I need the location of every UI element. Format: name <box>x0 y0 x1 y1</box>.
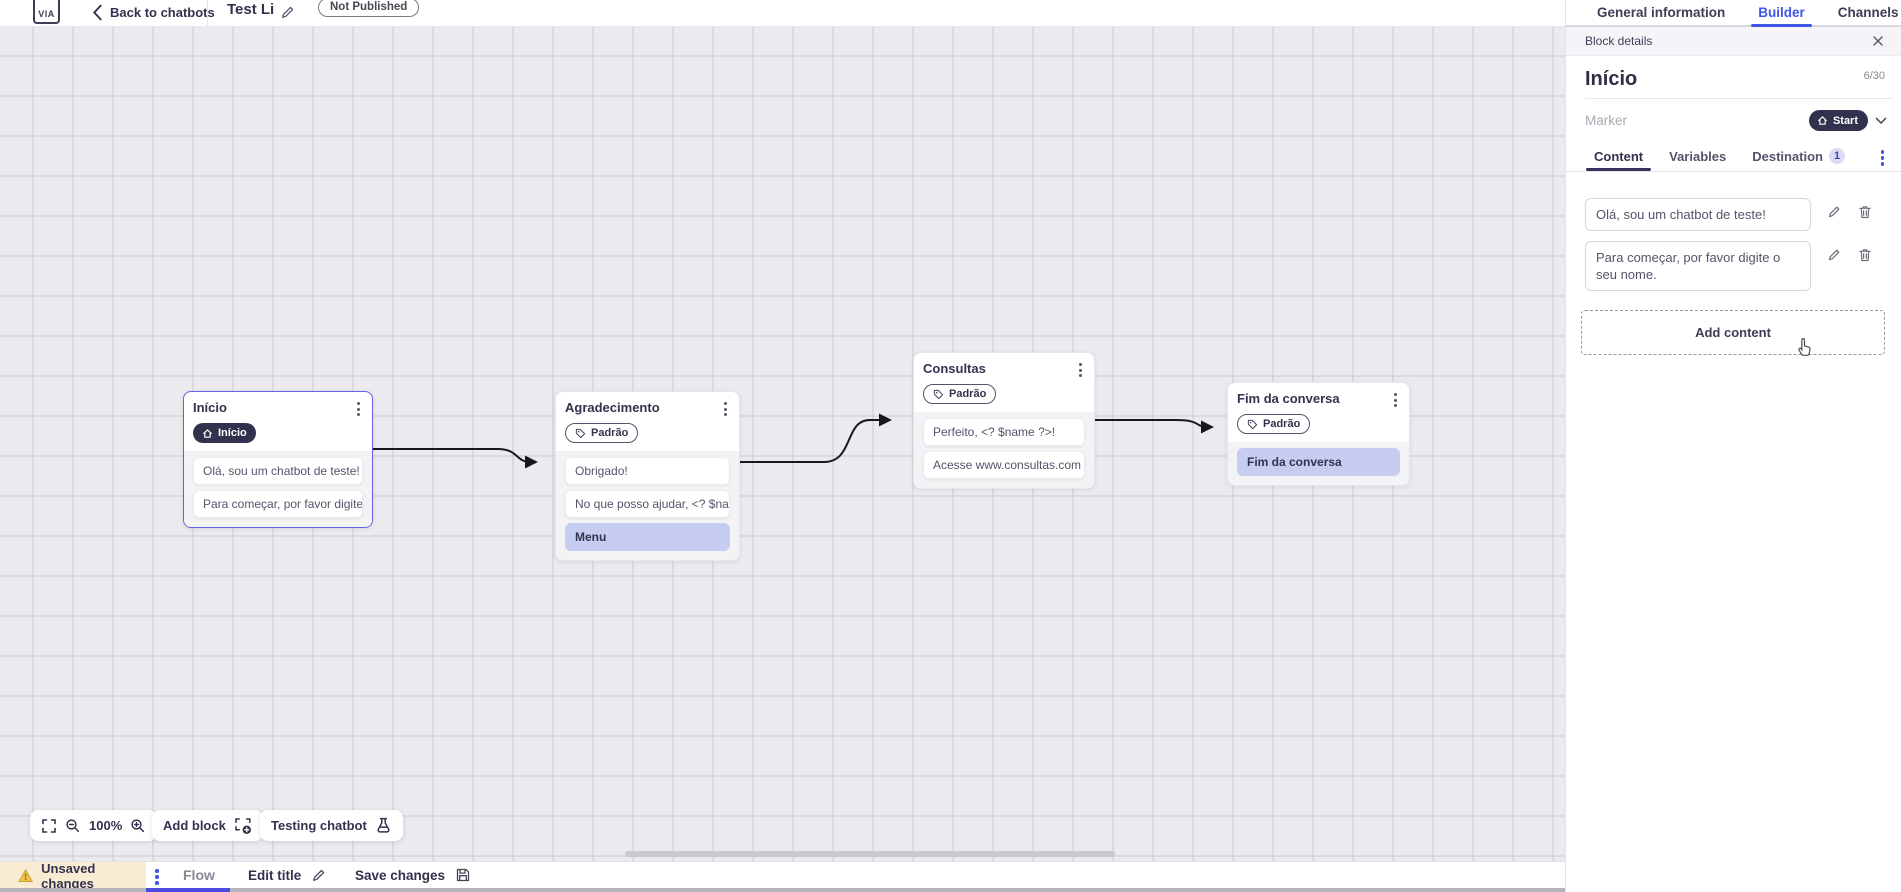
block-kebab-icon[interactable] <box>354 400 363 418</box>
block-title: Fim da conversa <box>1237 391 1340 406</box>
testing-chatbot-label: Testing chatbot <box>271 818 367 833</box>
tag-icon <box>575 428 586 438</box>
top-header: VIA Back to chatbots Test Li Not Publish… <box>0 0 1565 27</box>
save-changes-button[interactable]: Save changes <box>355 862 471 888</box>
block-details-panel: General information Builder Channels Blo… <box>1565 0 1901 892</box>
edit-title-button[interactable]: Edit title <box>248 862 327 888</box>
pencil-icon <box>313 869 325 881</box>
flow-canvas[interactable]: Início Início Olá, sou um chatbot de tes… <box>0 27 1565 861</box>
tab-general-information[interactable]: General information <box>1597 5 1726 20</box>
block-title: Agradecimento <box>565 400 660 415</box>
default-marker-pill: Padrão <box>1237 414 1311 434</box>
destination-count-badge: 1 <box>1829 148 1846 164</box>
content-text-box[interactable]: Para começar, por favor digite o seu nom… <box>1585 241 1811 291</box>
add-block-label: Add block <box>163 818 226 833</box>
content-text-box[interactable]: Olá, sou um chatbot de teste! <box>1585 198 1811 231</box>
flow-block-fim-da-conversa[interactable]: Fim da conversa Padrão Fim da conversa <box>1227 382 1410 486</box>
back-chevron-icon[interactable] <box>92 4 103 21</box>
unsaved-changes-indicator: Unsaved changes <box>0 860 146 891</box>
block-details-header: Block details <box>1566 27 1901 56</box>
default-marker-pill: Padrão <box>565 423 639 443</box>
add-block-button[interactable]: Add block <box>152 810 263 841</box>
add-content-button[interactable]: Add content <box>1581 310 1885 355</box>
block-content-item-end[interactable]: Fim da conversa <box>1237 447 1400 476</box>
bottom-strip <box>0 888 1901 892</box>
zoom-controls: 100% <box>30 810 158 841</box>
warning-icon <box>18 868 34 882</box>
edit-title-pencil-icon[interactable] <box>279 4 296 21</box>
block-content-item[interactable]: Acesse www.consultas.com par... <box>923 450 1085 479</box>
flow-block-inicio[interactable]: Início Início Olá, sou um chatbot de tes… <box>183 391 373 528</box>
block-body: Fim da conversa <box>1228 441 1409 485</box>
tab-builder[interactable]: Builder <box>1751 0 1812 27</box>
block-kebab-icon[interactable] <box>1391 391 1400 409</box>
tab-variables[interactable]: Variables <box>1669 148 1727 164</box>
flow-block-consultas[interactable]: Consultas Padrão Perfeito, <? $name ?>! … <box>913 352 1095 489</box>
name-divider <box>1585 98 1893 99</box>
fit-screen-icon[interactable] <box>41 818 57 834</box>
flask-icon <box>377 817 390 833</box>
zoom-out-icon[interactable] <box>65 818 81 834</box>
block-body: Perfeito, <? $name ?>! Acesse www.consul… <box>914 411 1094 488</box>
content-options-kebab-icon[interactable] <box>1878 148 1888 168</box>
chevron-down-icon[interactable] <box>1875 117 1887 125</box>
back-to-chatbots-link[interactable]: Back to chatbots <box>110 5 215 20</box>
marker-start-pill[interactable]: Start <box>1808 110 1868 131</box>
tab-content[interactable]: Content <box>1585 142 1652 171</box>
save-icon <box>456 868 470 882</box>
tab-channels[interactable]: Channels <box>1837 5 1899 20</box>
content-row: Olá, sou um chatbot de teste! <box>1585 198 1887 231</box>
zoom-in-icon[interactable] <box>130 818 146 834</box>
block-content-item[interactable]: Perfeito, <? $name ?>! <box>923 417 1085 446</box>
tab-flow[interactable]: Flow <box>183 867 215 883</box>
content-list: Olá, sou um chatbot de teste! Para começ… <box>1566 172 1901 291</box>
zoom-level: 100% <box>89 818 123 833</box>
chatbot-title: Test Li <box>227 1 275 18</box>
block-name-input[interactable]: Início <box>1585 68 1638 90</box>
flow-tab-active-indicator <box>146 888 230 892</box>
content-row: Para começar, por favor digite o seu nom… <box>1585 241 1887 291</box>
status-badge: Not Published <box>318 0 420 17</box>
block-content-item-menu[interactable]: Menu <box>565 522 730 551</box>
tab-destination[interactable]: Destination 1 <box>1752 142 1846 171</box>
horizontal-scrollbar[interactable] <box>625 851 1115 857</box>
header-divider <box>207 0 208 27</box>
edit-content-pencil-icon[interactable] <box>1826 247 1842 263</box>
builder-tabs: General information Builder Channels <box>1566 0 1901 27</box>
block-kebab-icon[interactable] <box>721 400 730 418</box>
close-icon[interactable] <box>1871 34 1885 48</box>
marker-label: Marker <box>1585 113 1628 128</box>
block-body: Olá, sou um chatbot de teste! Para começ… <box>184 450 372 527</box>
bottom-bar: Unsaved changes Flow Edit title Save cha… <box>0 860 1565 891</box>
tag-icon <box>1247 419 1258 429</box>
flow-options-kebab-icon[interactable] <box>152 867 162 887</box>
block-title: Início <box>193 400 227 415</box>
block-body: Obrigado! No que posso ajudar, <? $name … <box>556 450 739 560</box>
block-content-item[interactable]: No que posso ajudar, <? $name ... <box>565 489 730 518</box>
block-kebab-icon[interactable] <box>1076 361 1085 379</box>
tag-icon <box>933 389 944 399</box>
delete-content-trash-icon[interactable] <box>1857 247 1873 263</box>
flow-block-agradecimento[interactable]: Agradecimento Padrão Obrigado! No que po… <box>555 391 740 561</box>
home-icon <box>1817 116 1827 125</box>
edit-content-pencil-icon[interactable] <box>1826 204 1842 220</box>
block-content-item[interactable]: Olá, sou um chatbot de teste! <box>193 456 363 485</box>
block-detail-tabs: Content Variables Destination 1 <box>1566 141 1901 172</box>
testing-chatbot-button[interactable]: Testing chatbot <box>260 810 403 841</box>
block-details-title: Block details <box>1585 34 1653 48</box>
unsaved-changes-label: Unsaved changes <box>41 860 96 891</box>
block-title: Consultas <box>923 361 986 376</box>
start-marker-pill: Início <box>193 423 256 443</box>
default-marker-pill: Padrão <box>923 384 997 404</box>
hand-cursor-icon <box>1794 336 1814 360</box>
char-counter: 6/30 <box>1863 70 1885 82</box>
block-content-item[interactable]: Para começar, por favor digite o ... <box>193 489 363 518</box>
delete-content-trash-icon[interactable] <box>1857 204 1873 220</box>
app-logo-icon[interactable]: VIA <box>33 0 60 24</box>
add-block-icon <box>235 817 251 834</box>
home-icon <box>203 428 212 438</box>
block-content-item[interactable]: Obrigado! <box>565 456 730 485</box>
